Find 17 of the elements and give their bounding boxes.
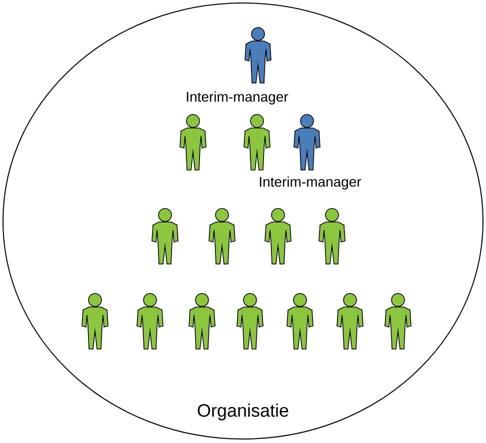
person-figure bbox=[82, 293, 108, 350]
person-figure bbox=[180, 114, 206, 170]
person-figure bbox=[152, 208, 178, 264]
person-figure bbox=[294, 114, 320, 170]
person-figure bbox=[244, 27, 272, 84]
person-figure bbox=[236, 293, 264, 350]
person-figure bbox=[384, 293, 412, 350]
person-figure bbox=[264, 208, 292, 264]
person-figure bbox=[286, 293, 314, 350]
person-label: Interim-manager bbox=[186, 91, 288, 105]
person-figure bbox=[208, 208, 236, 264]
person-label: Interim-manager bbox=[260, 176, 362, 190]
person-figure bbox=[136, 293, 164, 350]
person-figure bbox=[336, 293, 364, 350]
person-figure bbox=[188, 293, 216, 350]
person-figure bbox=[244, 114, 270, 170]
person-figure bbox=[318, 208, 346, 264]
